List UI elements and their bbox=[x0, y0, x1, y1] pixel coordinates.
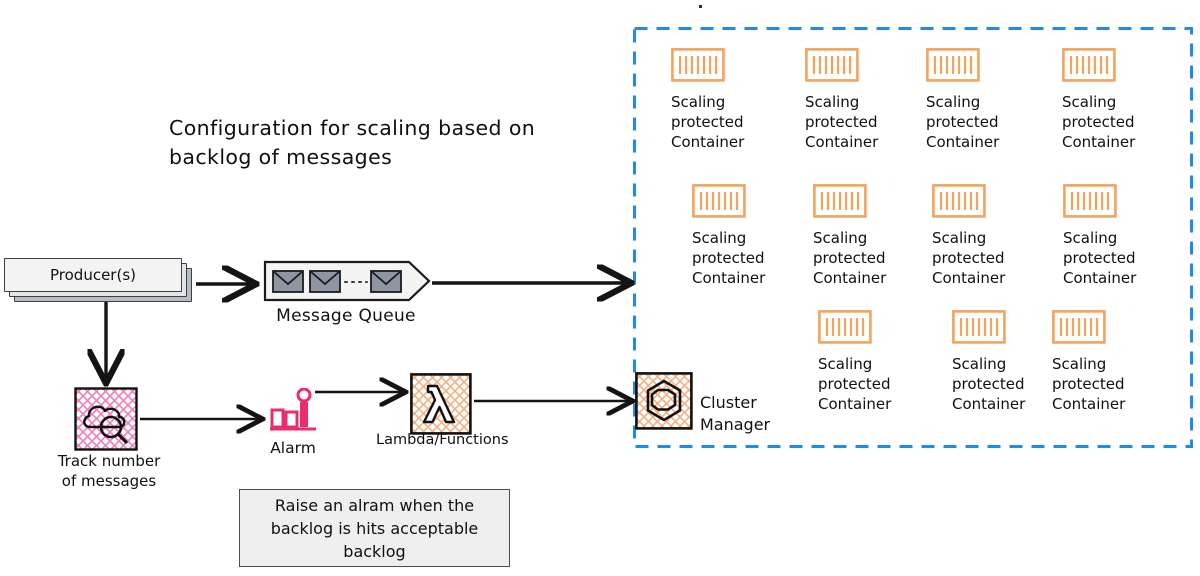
container-label: Scaling protected Container bbox=[1063, 229, 1137, 287]
message-queue-label: Message Queue bbox=[276, 306, 416, 326]
alarm-bar-chart-icon bbox=[270, 387, 316, 431]
container-label: Scaling protected Container bbox=[926, 93, 1000, 151]
producer-stack-front bbox=[4, 258, 182, 292]
stray-dot-artifact bbox=[699, 5, 702, 8]
message-queue-node[interactable] bbox=[263, 259, 431, 303]
container-icon bbox=[692, 184, 746, 218]
container-icon bbox=[818, 310, 872, 344]
container-icon bbox=[932, 184, 986, 218]
container-icon bbox=[1063, 184, 1117, 218]
producer-label: Producer(s) bbox=[50, 266, 136, 284]
container-label: Scaling protected Container bbox=[952, 355, 1026, 413]
scaling-region-dashed-border bbox=[633, 27, 1193, 448]
scaling-protected-container[interactable]: Scaling protected Container bbox=[805, 48, 935, 152]
scaling-protected-container[interactable]: Scaling protected Container bbox=[1062, 48, 1192, 152]
envelope-icon bbox=[309, 270, 341, 293]
queue-pentagon-icon bbox=[263, 260, 431, 302]
container-label: Scaling protected Container bbox=[692, 229, 766, 287]
container-icon bbox=[805, 48, 859, 82]
container-icon bbox=[952, 310, 1006, 344]
lambda-label: Lambda/Functions bbox=[376, 432, 509, 448]
note-box: Raise an alram when the backlog is hits … bbox=[239, 489, 510, 567]
alarm-label: Alarm bbox=[270, 439, 316, 457]
container-icon bbox=[671, 48, 725, 82]
scaling-protected-container[interactable]: Scaling protected Container bbox=[932, 184, 1062, 288]
scaling-protected-container[interactable]: Scaling protected Container bbox=[952, 310, 1082, 414]
scaling-protected-container[interactable]: Scaling protected Container bbox=[1063, 184, 1193, 288]
envelope-icon bbox=[370, 270, 402, 293]
scaling-protected-container[interactable]: Scaling protected Container bbox=[671, 48, 801, 152]
lambda-node[interactable] bbox=[410, 373, 472, 435]
container-label: Scaling protected Container bbox=[932, 229, 1006, 287]
container-label: Scaling protected Container bbox=[1052, 355, 1126, 413]
container-icon bbox=[1052, 310, 1106, 344]
scaling-protected-container[interactable]: Scaling protected Container bbox=[926, 48, 1056, 152]
container-label: Scaling protected Container bbox=[671, 93, 745, 151]
container-icon bbox=[1062, 48, 1116, 82]
cloudwatch-cloud-magnifier-icon bbox=[74, 387, 138, 451]
container-label: Scaling protected Container bbox=[818, 355, 892, 413]
cloudwatch-node[interactable] bbox=[74, 387, 138, 451]
lambda-function-icon bbox=[410, 373, 472, 435]
producer-node[interactable]: Producer(s) bbox=[4, 258, 194, 306]
cloudwatch-label: Track number of messages bbox=[57, 452, 161, 490]
container-label: Scaling protected Container bbox=[805, 93, 879, 151]
scaling-protected-container[interactable]: Scaling protected Container bbox=[818, 310, 948, 414]
scaling-protected-container[interactable]: Scaling protected Container bbox=[813, 184, 943, 288]
scaling-protected-container[interactable]: Scaling protected Container bbox=[1052, 310, 1182, 414]
cluster-manager-label: Cluster Manager bbox=[700, 393, 771, 434]
container-label: Scaling protected Container bbox=[1062, 93, 1136, 151]
container-icon bbox=[926, 48, 980, 82]
container-icon bbox=[813, 184, 867, 218]
page-title: Configuration for scaling based on backl… bbox=[169, 116, 536, 169]
cluster-hexagon-icon bbox=[635, 372, 693, 430]
container-label: Scaling protected Container bbox=[813, 229, 887, 287]
envelope-icon bbox=[272, 270, 304, 293]
scaling-protected-container[interactable]: Scaling protected Container bbox=[692, 184, 822, 288]
cluster-manager-node[interactable] bbox=[635, 372, 693, 430]
alarm-node[interactable] bbox=[268, 387, 318, 436]
